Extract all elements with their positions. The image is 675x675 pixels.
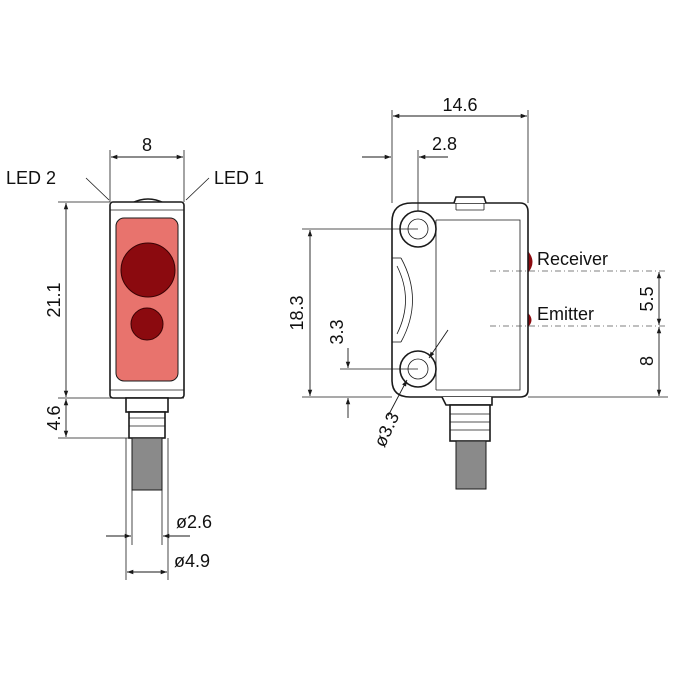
hole-offset-dim: 2.8 [432,134,457,154]
led-large-lens [120,242,176,298]
side-groove [400,257,413,343]
led2-label: LED 2 [6,168,56,188]
emitter-height-dim: 8 [637,356,657,366]
cable-inner-dim: ø2.6 [176,512,212,532]
hole-spacing-dim: 18.3 [287,295,307,330]
hole-offset-bottom-dim: 3.3 [327,319,347,344]
side-housing [391,202,529,398]
hole-diameter-dim: ø3.3 [370,409,403,450]
side-view: 14.6 2.8 18.3 3.3 ø3.3 Receiver Emitter … [287,95,668,490]
front-width-dim: 8 [142,135,152,155]
optics-spacing-dim: 5.5 [637,286,657,311]
receiver-label: Receiver [537,249,608,269]
front-cable [131,437,163,491]
emitter-label: Emitter [537,304,594,324]
lens-panel [115,217,179,382]
front-height-dim: 21.1 [44,282,64,317]
front-view: 8 LED 2 LED 1 21.1 4.6 ø2.6 ø4.9 [6,135,264,580]
side-neck [449,404,491,442]
front-neck-lower [128,411,166,439]
cable-outer-dim: ø4.9 [174,551,210,571]
side-cable [455,440,487,490]
front-neck-dim: 4.6 [44,405,64,430]
led1-label: LED 1 [214,168,264,188]
overall-width-dim: 14.6 [442,95,477,115]
front-neck [125,397,169,413]
led-small-lens [130,307,164,341]
